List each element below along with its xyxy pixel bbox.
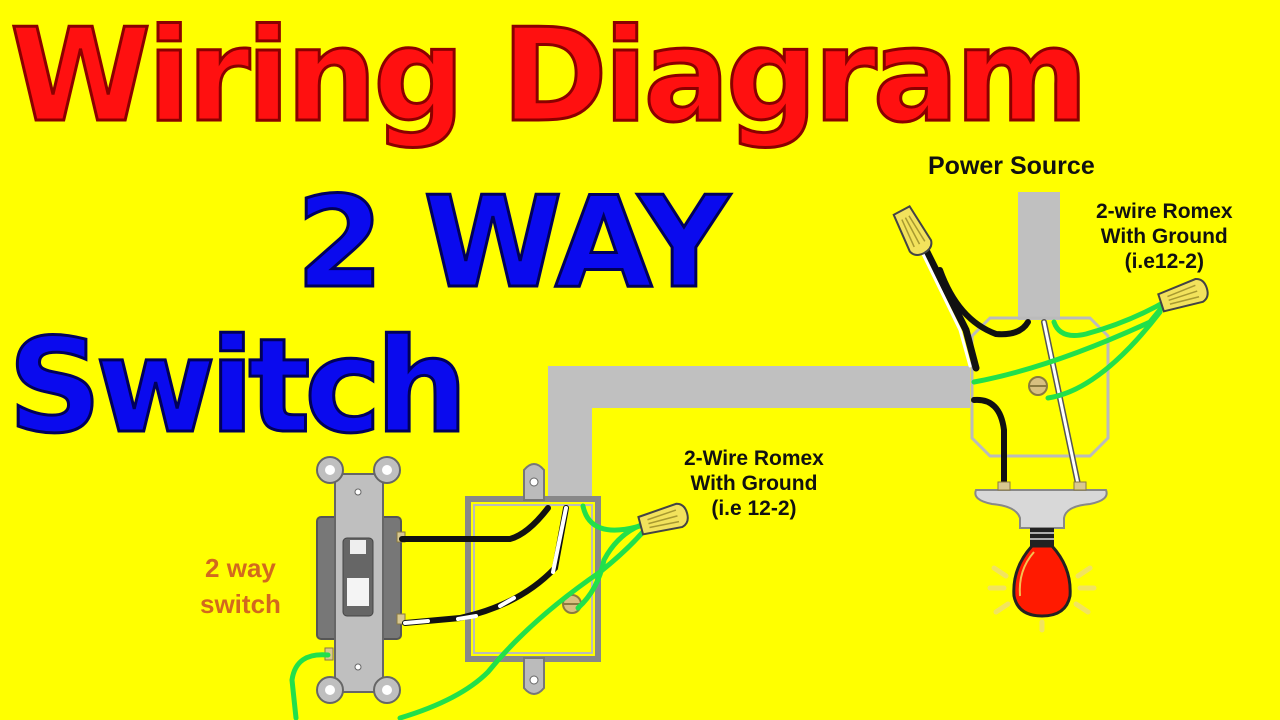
romex-right-line3: (i.e12-2) bbox=[1124, 250, 1204, 273]
power-source-cable bbox=[1018, 192, 1060, 320]
switch-label-line2: switch bbox=[200, 589, 281, 619]
ceiling-wiring bbox=[920, 246, 1171, 487]
romex-right-label: 2-wire Romex With Ground (i.e12-2) bbox=[1096, 199, 1233, 274]
two-way-switch bbox=[316, 456, 406, 704]
wire-nut-switch bbox=[637, 502, 689, 536]
switch-box bbox=[465, 463, 601, 695]
wire-nut-ceiling-left bbox=[892, 205, 933, 256]
power-source-label: Power Source bbox=[928, 152, 1095, 180]
light-fixture bbox=[974, 481, 1108, 529]
title-2-way: 2 WAY bbox=[295, 169, 732, 316]
romex-middle-label: 2-Wire Romex With Ground (i.e 12-2) bbox=[684, 446, 824, 521]
ceiling-junction-box bbox=[970, 316, 1110, 458]
cable-run bbox=[548, 192, 1060, 500]
romex-right-line1: 2-wire Romex bbox=[1096, 200, 1233, 223]
romex-right-line2: With Ground bbox=[1100, 225, 1228, 248]
romex-middle-line3: (i.e 12-2) bbox=[711, 497, 797, 520]
wire-nut-ceiling-right bbox=[1157, 278, 1209, 313]
title-wiring-diagram: Wiring Diagram bbox=[8, 1, 1089, 153]
light-bulb-icon bbox=[987, 528, 1097, 633]
switch-label-line1: 2 way bbox=[205, 553, 276, 583]
switch-label: 2 way switch bbox=[200, 550, 281, 622]
title-switch: Switch bbox=[6, 310, 469, 462]
romex-middle-line1: 2-Wire Romex bbox=[684, 447, 824, 470]
romex-middle-line2: With Ground bbox=[690, 472, 818, 495]
switch-wiring bbox=[289, 503, 653, 720]
